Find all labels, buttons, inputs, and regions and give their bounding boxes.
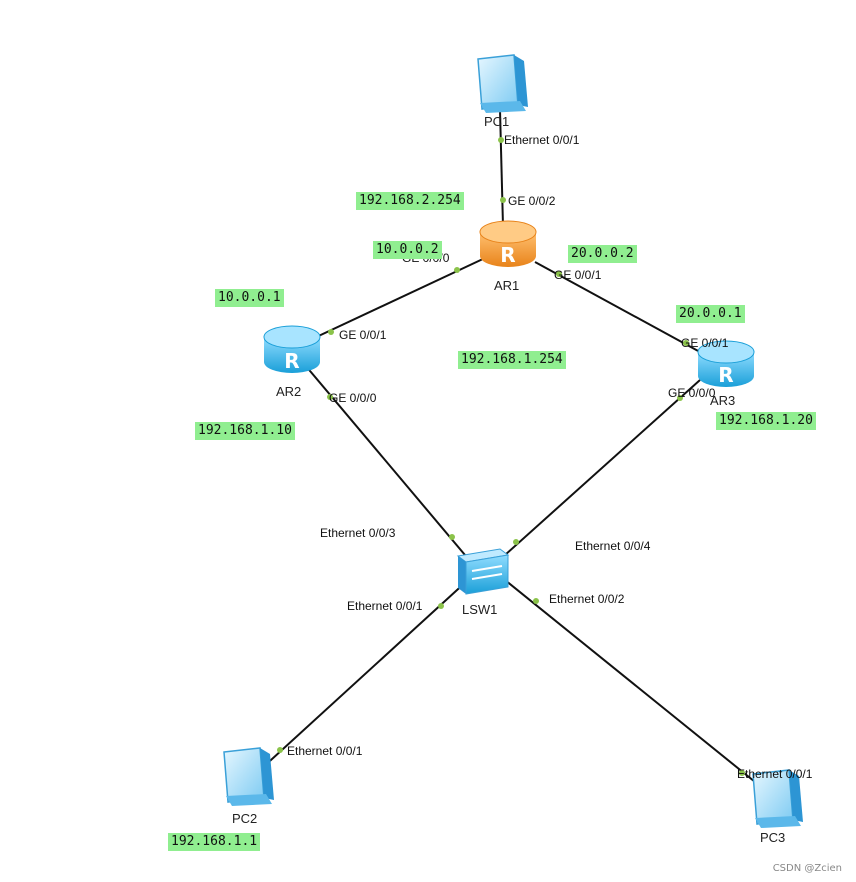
port-label-pc1: Ethernet 0/0/1: [504, 133, 580, 147]
port-dot-ar2-g0: [327, 394, 333, 400]
port-dot-lsw-e4: [513, 539, 519, 545]
port-labels: Ethernet 0/0/1 GE 0/0/2 GE 0/0/0 GE 0/0/…: [287, 133, 813, 781]
ip-label-ar2-g0: 192.168.1.10: [195, 422, 295, 440]
port-dot-pc2: [277, 747, 283, 753]
ip-label-ar2-g1: 10.0.0.1: [215, 289, 284, 307]
ip-label-ar3-g0: 192.168.1.20: [716, 412, 816, 430]
port-label-lsw-e2: Ethernet 0/0/2: [549, 592, 625, 606]
links: [259, 109, 766, 791]
port-label-lsw-e1: Ethernet 0/0/1: [347, 599, 423, 613]
port-dot-lsw-e3: [449, 534, 455, 540]
ip-label-ar3-g1: 20.0.0.1: [676, 305, 745, 323]
port-dot-ar3-g1: [683, 340, 689, 346]
ar3-label: AR3: [710, 393, 735, 408]
port-dot-ar1-g0: [454, 267, 460, 273]
ar2-router-icon[interactable]: R: [263, 325, 321, 373]
ip-label-vip: 192.168.1.254: [458, 351, 566, 369]
pc2-icon[interactable]: [223, 747, 274, 806]
link-ar1-ar3[interactable]: [534, 261, 701, 353]
ip-label-pc2: 192.168.1.1: [168, 833, 261, 851]
svg-text:R: R: [500, 243, 515, 267]
pc2-label: PC2: [232, 811, 257, 826]
svg-text:R: R: [284, 349, 299, 373]
port-label-ar2-g1: GE 0/0/1: [339, 328, 387, 342]
port-label-pc2: Ethernet 0/0/1: [287, 744, 363, 758]
ar1-router-icon[interactable]: R: [479, 220, 537, 267]
link-pc1-ar1[interactable]: [499, 109, 504, 227]
port-label-ar3-g0: GE 0/0/0: [668, 386, 716, 400]
port-dot-ar3-g0: [677, 395, 683, 401]
port-dot-ar1-g1: [556, 271, 562, 277]
port-dot-lsw-e2: [533, 598, 539, 604]
port-dots: [277, 137, 745, 776]
pc1-icon[interactable]: [477, 54, 528, 113]
link-ar3-lsw1[interactable]: [504, 379, 701, 556]
port-label-ar2-g0: GE 0/0/0: [329, 391, 377, 405]
ar1-label: AR1: [494, 278, 519, 293]
port-label-ar1-g1: GE 0/0/1: [554, 268, 602, 282]
svg-text:R: R: [718, 363, 733, 387]
port-label-pc3: Ethernet 0/0/1: [737, 767, 813, 781]
ip-label-ar1-g0: 10.0.0.2: [373, 241, 442, 259]
lsw1-switch-icon[interactable]: [456, 548, 510, 595]
ar3-router-icon[interactable]: R: [697, 340, 755, 387]
port-dot-pc3: [739, 770, 745, 776]
lsw1-label: LSW1: [462, 602, 497, 617]
ar2-label: AR2: [276, 384, 301, 399]
port-label-ar1-g2: GE 0/0/2: [508, 194, 556, 208]
pc3-icon[interactable]: [752, 769, 803, 828]
ip-label-ar1-g1: 20.0.0.2: [568, 245, 637, 263]
port-label-ar3-g1: GE 0/0/1: [681, 336, 729, 350]
ip-label-ar1-g2: 192.168.2.254: [356, 192, 464, 210]
port-dot-lsw-e1: [438, 603, 444, 609]
port-label-lsw-e3: Ethernet 0/0/3: [320, 526, 396, 540]
link-lsw1-pc3[interactable]: [504, 579, 766, 791]
pc1-label: PC1: [484, 114, 509, 129]
link-lsw1-pc2[interactable]: [259, 579, 469, 771]
port-label-lsw-e4: Ethernet 0/0/4: [575, 539, 651, 553]
watermark: CSDN @Zcien: [772, 863, 842, 874]
port-dot-ar2-g1: [328, 329, 334, 335]
port-dot-ar1-g2: [500, 197, 506, 203]
port-dot-pc1: [498, 137, 504, 143]
pc3-label: PC3: [760, 830, 785, 845]
